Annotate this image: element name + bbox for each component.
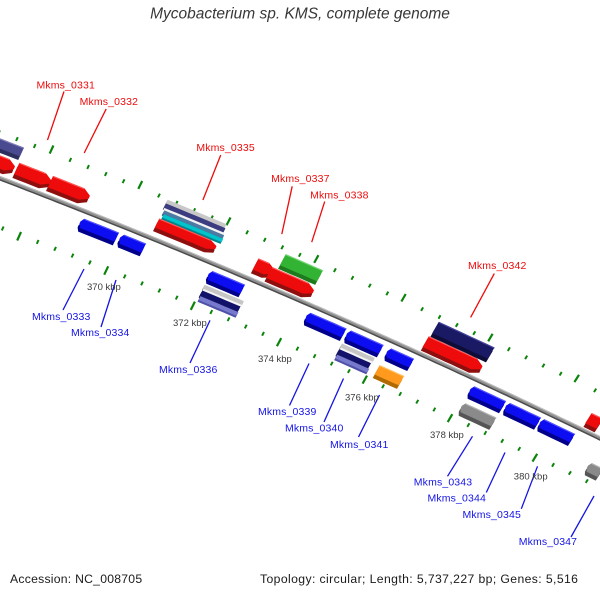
svg-text:372 kbp: 372 kbp — [173, 318, 207, 329]
svg-text:Mkms_0337: Mkms_0337 — [271, 173, 329, 185]
svg-text:Mkms_0334: Mkms_0334 — [71, 327, 129, 339]
svg-text:Mkms_0333: Mkms_0333 — [32, 311, 90, 323]
svg-text:Mkms_0336: Mkms_0336 — [159, 364, 217, 376]
svg-text:Mkms_0342: Mkms_0342 — [468, 260, 526, 272]
svg-text:Mycobacterium sp. KMS, complet: Mycobacterium sp. KMS, complete genome — [150, 6, 450, 23]
svg-text:Mkms_0341: Mkms_0341 — [330, 439, 388, 451]
svg-text:Mkms_0340: Mkms_0340 — [285, 422, 343, 434]
svg-text:Mkms_0345: Mkms_0345 — [463, 509, 521, 521]
svg-text:Mkms_0338: Mkms_0338 — [310, 190, 368, 202]
svg-text:Mkms_0339: Mkms_0339 — [258, 406, 316, 418]
svg-text:Mkms_0344: Mkms_0344 — [428, 493, 486, 505]
svg-text:Mkms_0332: Mkms_0332 — [80, 96, 138, 108]
svg-text:378 kbp: 378 kbp — [430, 430, 464, 441]
svg-text:Mkms_0331: Mkms_0331 — [37, 79, 95, 91]
svg-text:Topology: circular; Length: 5,: Topology: circular; Length: 5,737,227 bp… — [260, 572, 578, 586]
svg-text:380 kbp: 380 kbp — [514, 471, 548, 482]
svg-text:370 kbp: 370 kbp — [87, 282, 121, 293]
svg-text:Mkms_0347: Mkms_0347 — [519, 536, 577, 548]
svg-text:376 kbp: 376 kbp — [345, 392, 379, 403]
svg-text:Mkms_0343: Mkms_0343 — [414, 476, 472, 488]
svg-text:Mkms_0335: Mkms_0335 — [196, 142, 254, 154]
svg-text:Accession: NC_008705: Accession: NC_008705 — [10, 572, 142, 586]
svg-text:374 kbp: 374 kbp — [258, 354, 292, 365]
